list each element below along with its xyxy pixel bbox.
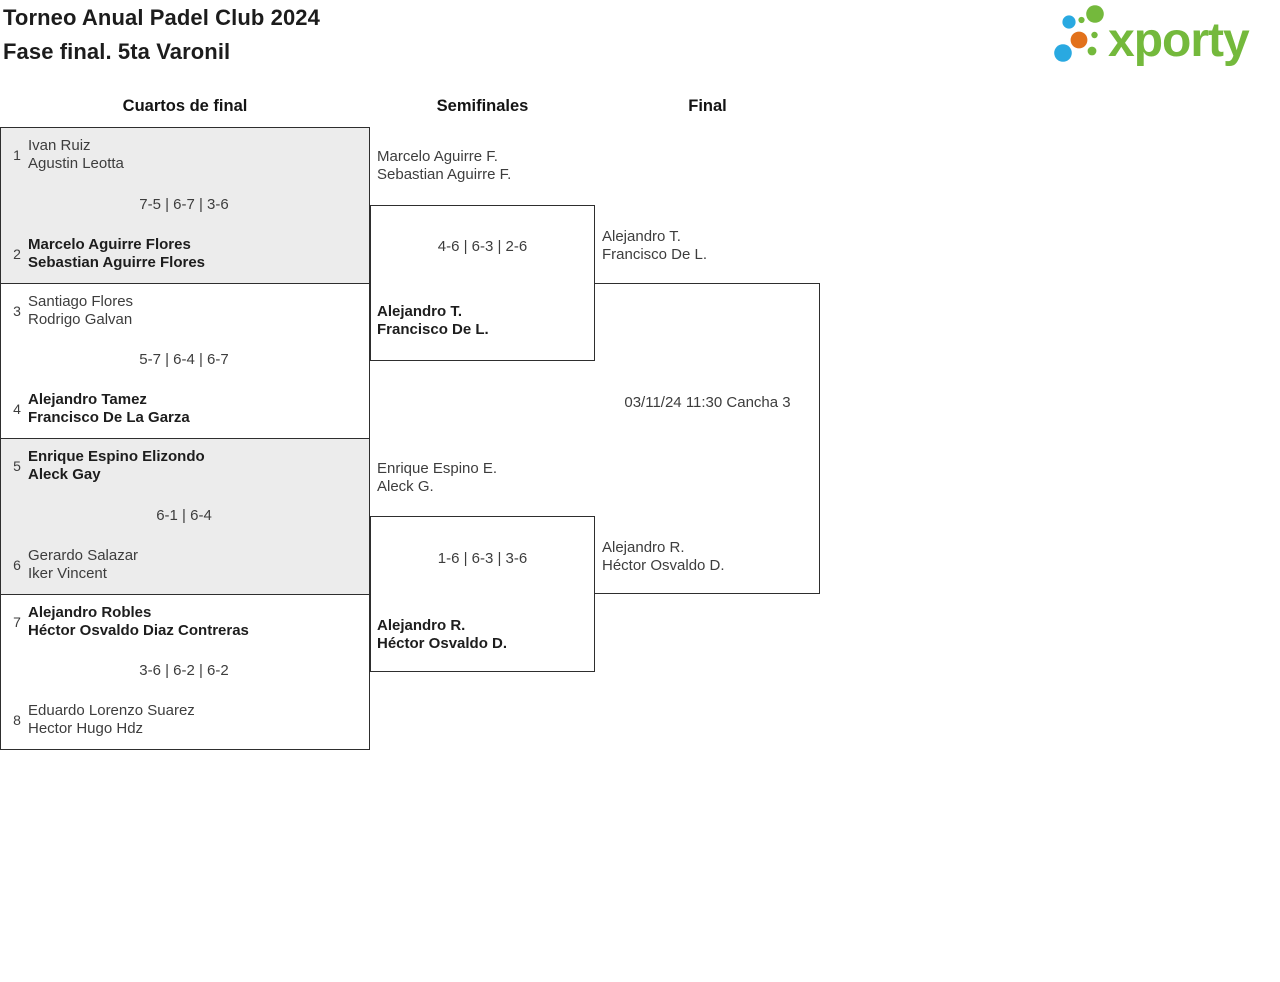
team-names: Alejandro R. Héctor Osvaldo D.: [377, 617, 507, 653]
logo-dot-green-tiny-2: [1091, 31, 1098, 39]
logo-dot-blue-small: [1062, 15, 1076, 29]
team-names: Marcelo Aguirre Flores Sebastian Aguirre…: [28, 236, 205, 272]
player-name: Alejandro Robles: [28, 603, 152, 621]
seed-number: 4: [13, 401, 21, 417]
player-name: Eduardo Lorenzo Suarez: [28, 702, 195, 719]
page-title: Torneo Anual Padel Club 2024 Fase final.…: [3, 1, 320, 69]
seed-number: 5: [13, 458, 21, 474]
logo-wordmark: xporty: [1108, 14, 1250, 67]
logo-dot-blue-large: [1054, 44, 1072, 62]
player-name: Francisco De L.: [602, 246, 708, 263]
match-score: 6-1 | 6-4: [156, 506, 212, 524]
player-name: Santiago Flores: [28, 292, 134, 310]
team-row: 2 Marcelo Aguirre Flores Sebastian Aguir…: [9, 236, 359, 272]
team-names: Enrique Espino Elizondo Aleck Gay: [28, 448, 205, 484]
team-row: 8 Eduardo Lorenzo Suarez Hector Hugo Hdz: [9, 702, 359, 738]
player-name: Agustin Leotta: [28, 155, 124, 172]
match-box[interactable]: [370, 205, 595, 361]
quarterfinals-column: 1 Ivan Ruiz Agustin Leotta 7-5 | 6-7 | 3…: [0, 127, 370, 750]
team-names: Alejandro Tamez Francisco De La Garza: [28, 391, 190, 427]
seed-number: 1: [13, 147, 21, 163]
team-names: Alejandro Robles Héctor Osvaldo Diaz Con…: [28, 604, 249, 640]
quarterfinal-match-2[interactable]: 3 Santiago Flores Rodrigo Galvan 5-7 | 6…: [1, 282, 369, 438]
team-names: Santiago Flores Rodrigo Galvan: [28, 293, 133, 329]
team-row: 1 Ivan Ruiz Agustin Leotta: [9, 137, 359, 173]
match-score: 5-7 | 6-4 | 6-7: [139, 351, 229, 369]
tournament-title: Torneo Anual Padel Club 2024: [3, 5, 320, 30]
quarterfinal-match-1[interactable]: 1 Ivan Ruiz Agustin Leotta 7-5 | 6-7 | 3…: [1, 128, 369, 283]
player-name: Marcelo Aguirre Flores: [28, 235, 191, 253]
player-name: Enrique Espino Elizondo: [28, 448, 205, 465]
player-name: Héctor Osvaldo D.: [602, 557, 725, 574]
player-name: Héctor Osvaldo D.: [377, 635, 508, 652]
match-score: 3-6 | 6-2 | 6-2: [139, 662, 229, 680]
player-name: Hector Hugo Hdz: [28, 720, 144, 737]
player-name: Héctor Osvaldo Diaz Contreras: [28, 621, 249, 639]
team-names: Eduardo Lorenzo Suarez Hector Hugo Hdz: [28, 702, 195, 738]
match-score: 7-5 | 6-7 | 3-6: [139, 195, 229, 213]
round-header-quarterfinals: Cuartos de final: [122, 97, 248, 115]
player-name: Sebastian Aguirre F.: [377, 166, 512, 183]
team-row: 7 Alejandro Robles Héctor Osvaldo Diaz C…: [9, 604, 359, 640]
player-name: Enrique Espino E.: [377, 460, 498, 477]
team-names: Ivan Ruiz Agustin Leotta: [28, 137, 124, 173]
player-name: Aleck G.: [377, 478, 434, 495]
round-header-semifinals: Semifinales: [436, 97, 529, 115]
team-names: Alejandro T. Francisco De L.: [377, 303, 489, 339]
team-names: Alejandro R. Héctor Osvaldo D.: [602, 539, 725, 575]
player-name: Aleck Gay: [28, 466, 101, 483]
player-name: Iker Vincent: [28, 564, 107, 582]
player-name: Alejandro R.: [602, 539, 685, 556]
logo-dot-green-tiny: [1078, 16, 1085, 24]
seed-number: 6: [13, 556, 21, 573]
player-name: Alejandro T.: [377, 303, 463, 320]
team-row: 6 Gerardo Salazar Iker Vincent: [9, 547, 359, 583]
match-score: 1-6 | 6-3 | 3-6: [437, 550, 528, 567]
player-name: Alejandro R.: [377, 617, 466, 634]
player-name: Sebastian Aguirre Flores: [28, 253, 205, 271]
player-name: Francisco De L.: [377, 321, 489, 338]
player-name: Alejandro Tamez: [28, 391, 147, 408]
team-row: 4 Alejandro Tamez Francisco De La Garza: [9, 391, 359, 427]
xporty-logo[interactable]: xporty: [1048, 2, 1280, 70]
player-name: Francisco De La Garza: [28, 409, 190, 426]
seed-number: 7: [13, 613, 21, 630]
logo-dot-orange: [1070, 31, 1088, 49]
match-box[interactable]: [595, 283, 820, 594]
team-row: 3 Santiago Flores Rodrigo Galvan: [9, 293, 359, 329]
team-names: Alejandro T. Francisco De L.: [602, 228, 707, 264]
quarterfinal-match-3[interactable]: 5 Enrique Espino Elizondo Aleck Gay 6-1 …: [1, 438, 369, 594]
team-row: 5 Enrique Espino Elizondo Aleck Gay: [9, 448, 359, 484]
seed-number: 3: [13, 302, 21, 319]
match-score: 4-6 | 6-3 | 2-6: [437, 238, 528, 255]
team-names: Marcelo Aguirre F. Sebastian Aguirre F.: [377, 148, 511, 184]
quarterfinal-match-4[interactable]: 7 Alejandro Robles Héctor Osvaldo Diaz C…: [1, 593, 369, 749]
match-box[interactable]: [370, 516, 595, 672]
seed-number: 2: [13, 245, 21, 262]
player-name: Ivan Ruiz: [28, 137, 91, 154]
player-name: Marcelo Aguirre F.: [377, 148, 498, 165]
player-name: Alejandro T.: [602, 228, 681, 245]
tournament-phase-subtitle: Fase final. 5ta Varonil: [3, 39, 231, 64]
player-name: Rodrigo Galvan: [28, 310, 133, 328]
logo-dot-green-medium: [1087, 46, 1097, 56]
round-header-final: Final: [688, 97, 727, 115]
team-names: Gerardo Salazar Iker Vincent: [28, 547, 138, 583]
player-name: Gerardo Salazar: [28, 546, 139, 564]
team-names: Enrique Espino E. Aleck G.: [377, 460, 497, 496]
seed-number: 8: [13, 712, 21, 728]
logo-dot-green-large: [1086, 5, 1104, 23]
match-schedule: 03/11/24 11:30 Cancha 3: [624, 394, 791, 411]
